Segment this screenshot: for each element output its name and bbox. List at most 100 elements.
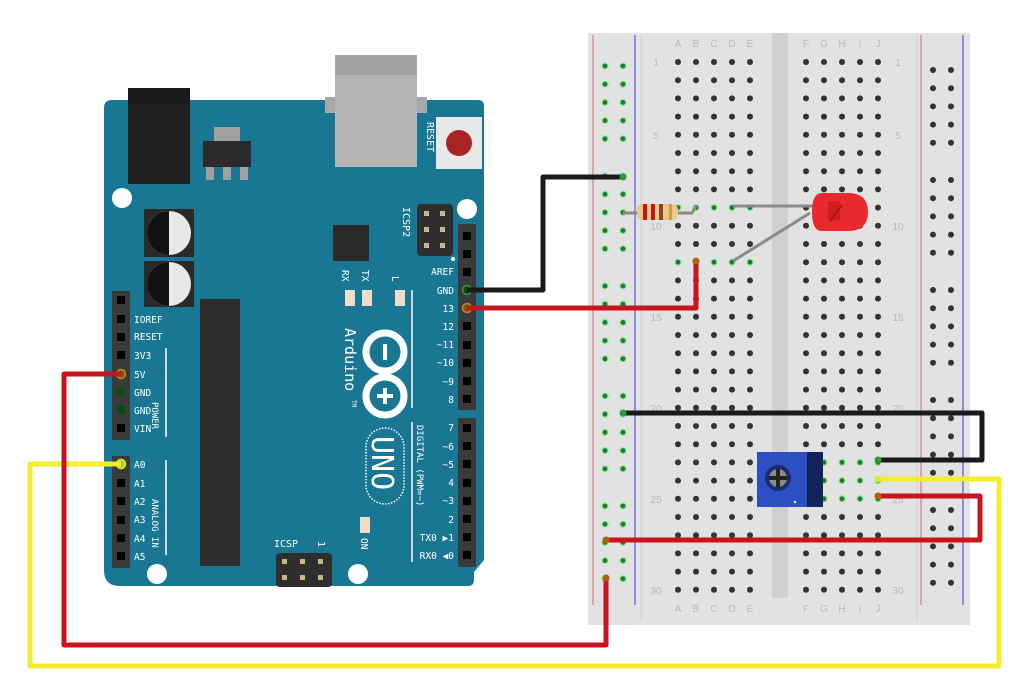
power-rail-hole[interactable]: [619, 428, 627, 436]
header-pin-aref[interactable]: [463, 268, 471, 276]
breadboard-hole[interactable]: [675, 568, 681, 575]
breadboard-hole[interactable]: [821, 259, 827, 266]
breadboard-hole[interactable]: [729, 404, 735, 411]
power-rail-hole[interactable]: [948, 433, 954, 440]
power-rail-hole[interactable]: [601, 520, 609, 528]
breadboard-hole[interactable]: [821, 150, 827, 156]
power-rail-hole[interactable]: [930, 305, 936, 312]
power-rail-hole[interactable]: [930, 507, 936, 513]
breadboard-hole[interactable]: [803, 95, 809, 102]
breadboard-hole[interactable]: [747, 277, 753, 284]
power-rail-hole[interactable]: [601, 98, 609, 107]
breadboard-hole[interactable]: [839, 77, 845, 84]
breadboard-hole[interactable]: [675, 95, 681, 102]
breadboard-hole[interactable]: [693, 150, 699, 156]
breadboard-hole[interactable]: [746, 258, 754, 266]
power-rail-hole[interactable]: [619, 227, 627, 235]
breadboard-hole[interactable]: [857, 532, 863, 539]
breadboard-hole[interactable]: [875, 423, 881, 429]
breadboard-hole[interactable]: [747, 113, 753, 120]
breadboard-hole[interactable]: [729, 131, 735, 138]
power-rail-hole[interactable]: [601, 80, 609, 88]
breadboard-hole[interactable]: [711, 404, 717, 411]
breadboard-hole[interactable]: [857, 59, 863, 65]
breadboard-hole[interactable]: [821, 295, 827, 302]
breadboard-hole[interactable]: [711, 95, 717, 102]
5v-wire[interactable]: [61, 371, 609, 648]
breadboard-hole[interactable]: [711, 168, 717, 175]
breadboard-hole[interactable]: [729, 168, 735, 175]
power-rail-hole[interactable]: [930, 139, 936, 146]
breadboard-hole[interactable]: [710, 204, 718, 212]
breadboard-hole[interactable]: [747, 404, 753, 411]
breadboard-hole[interactable]: [839, 532, 845, 539]
breadboard-hole[interactable]: [821, 441, 827, 448]
breadboard-hole[interactable]: [821, 350, 827, 357]
a0-wire[interactable]: [27, 461, 1002, 669]
header-pin-a5[interactable]: [117, 552, 125, 560]
power-rail-hole[interactable]: [619, 447, 627, 455]
breadboard-hole[interactable]: [821, 277, 827, 284]
breadboard-hole[interactable]: [821, 568, 827, 575]
gnd-wire[interactable]: [467, 174, 623, 293]
power-rail-hole[interactable]: [948, 139, 954, 146]
header-pin-5[interactable]: [463, 460, 471, 468]
power-rail-hole[interactable]: [619, 282, 627, 290]
breadboard-hole[interactable]: [839, 131, 845, 138]
power-rail-hole[interactable]: [930, 543, 936, 550]
breadboard-hole[interactable]: [675, 514, 681, 520]
breadboard-hole[interactable]: [711, 459, 717, 466]
power-rail-hole[interactable]: [948, 231, 954, 238]
breadboard-hole[interactable]: [675, 404, 681, 411]
power-rail-hole[interactable]: [619, 337, 627, 345]
power-rail-hole[interactable]: [601, 355, 609, 363]
resistor[interactable]: [623, 204, 698, 220]
breadboard-hole[interactable]: [693, 241, 699, 247]
breadboard-hole[interactable]: [803, 313, 809, 320]
breadboard-hole[interactable]: [875, 514, 881, 520]
breadboard-hole[interactable]: [747, 550, 753, 557]
breadboard-hole[interactable]: [693, 368, 699, 375]
power-rail-hole[interactable]: [948, 85, 954, 92]
breadboard-hole[interactable]: [875, 59, 881, 65]
breadboard-hole[interactable]: [839, 568, 845, 575]
breadboard-hole[interactable]: [729, 477, 735, 484]
breadboard-hole[interactable]: [693, 186, 699, 193]
breadboard-hole[interactable]: [675, 277, 681, 284]
power-rail-hole[interactable]: [930, 231, 936, 238]
breadboard-hole[interactable]: [711, 477, 717, 484]
breadboard-hole[interactable]: [711, 313, 717, 320]
power-rail-hole[interactable]: [948, 287, 954, 293]
breadboard-hole[interactable]: [857, 368, 863, 375]
breadboard-hole[interactable]: [875, 222, 881, 229]
breadboard-hole[interactable]: [857, 332, 863, 338]
power-rail-hole[interactable]: [601, 410, 609, 418]
power-rail-hole[interactable]: [601, 465, 609, 473]
power-rail-hole[interactable]: [948, 397, 954, 403]
header-pin-0[interactable]: [463, 551, 471, 559]
breadboard-hole[interactable]: [857, 404, 863, 411]
breadboard-hole[interactable]: [839, 150, 845, 156]
power-rail-hole[interactable]: [930, 67, 936, 73]
breadboard-hole[interactable]: [693, 168, 699, 175]
breadboard-hole[interactable]: [729, 350, 735, 357]
breadboard-hole[interactable]: [729, 241, 735, 247]
breadboard-hole[interactable]: [857, 514, 863, 520]
power-rail-hole[interactable]: [601, 245, 609, 253]
power-rail-hole[interactable]: [601, 337, 609, 345]
breadboard-hole[interactable]: [729, 186, 735, 193]
breadboard-hole[interactable]: [803, 277, 809, 284]
breadboard-hole[interactable]: [675, 550, 681, 557]
breadboard-hole[interactable]: [693, 532, 699, 539]
breadboard-hole[interactable]: [803, 150, 809, 156]
power-rail-hole[interactable]: [619, 502, 627, 510]
breadboard-hole[interactable]: [711, 550, 717, 557]
breadboard-hole[interactable]: [857, 423, 863, 429]
power-rail-hole[interactable]: [619, 318, 627, 326]
breadboard-hole[interactable]: [856, 458, 864, 466]
breadboard-hole[interactable]: [875, 131, 881, 138]
header-pin-6[interactable]: [463, 442, 471, 450]
breadboard-hole[interactable]: [747, 332, 753, 338]
breadboard-hole[interactable]: [729, 550, 735, 557]
breadboard-hole[interactable]: [747, 168, 753, 175]
